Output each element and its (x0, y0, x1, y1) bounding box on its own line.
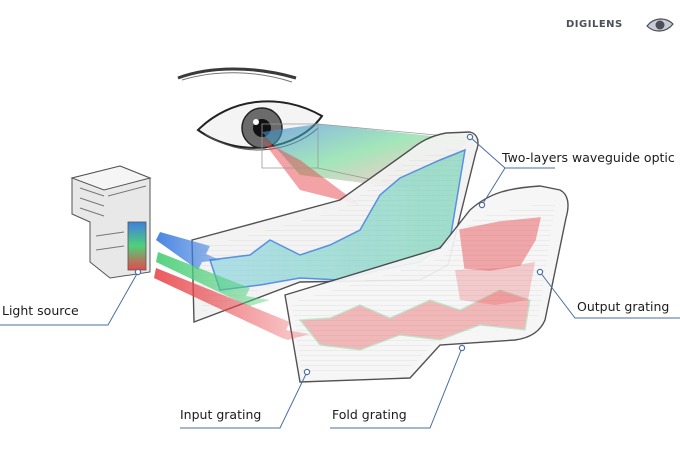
label-output-grating: Output grating (577, 299, 670, 314)
red-beam (154, 268, 310, 340)
label-input-grating: Input grating (180, 407, 262, 422)
eye-logo-icon (646, 18, 674, 32)
blue-beam (156, 232, 220, 270)
brand-logo-text: DIGILENS (566, 19, 623, 30)
light-source-device (70, 165, 152, 279)
label-waveguide-optic: Two-layers waveguide optic (502, 150, 675, 165)
label-light-source: Light source (2, 303, 79, 318)
waveguide-bottom-layer (284, 185, 569, 383)
brand-logo: DIGILENS (560, 16, 680, 36)
callout-lines (0, 136, 680, 429)
red-beam-to-eye (262, 140, 360, 205)
label-fold-grating: Fold grating (332, 407, 407, 422)
callout-dots (134, 133, 544, 376)
green-beam (156, 252, 270, 306)
